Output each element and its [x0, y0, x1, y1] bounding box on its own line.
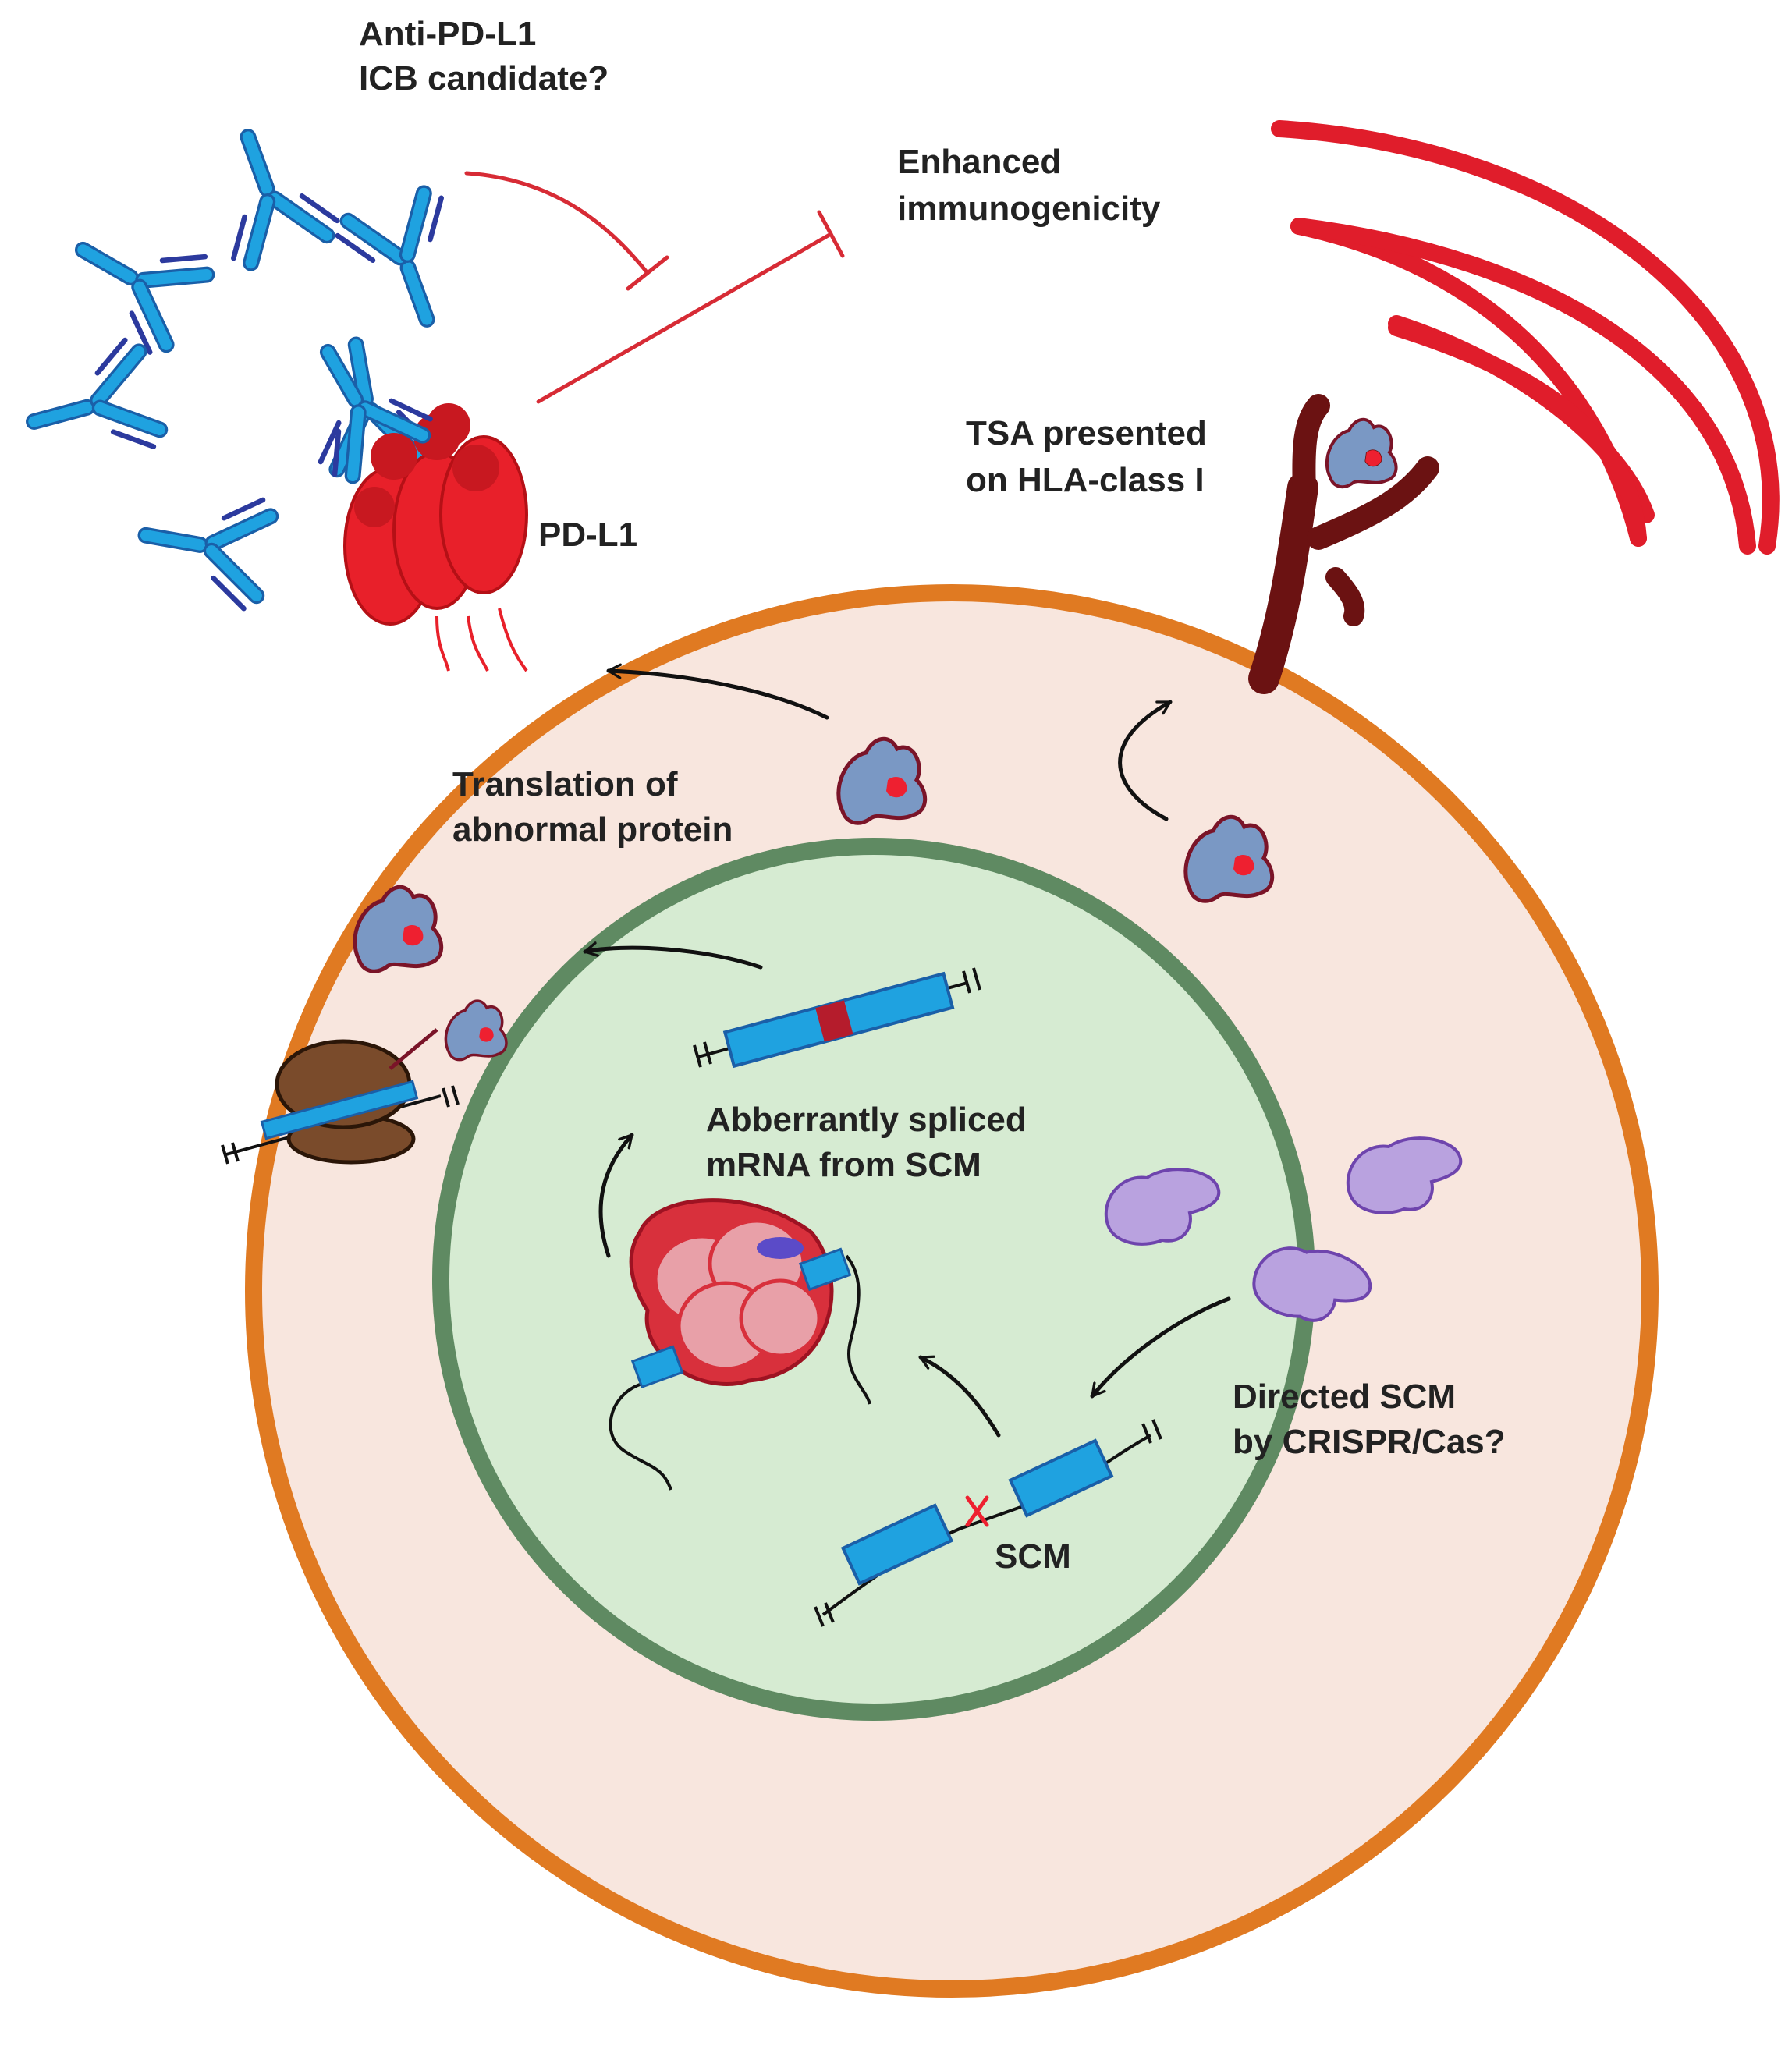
tsa-peptide-icon — [1327, 420, 1396, 487]
arrow-mrna-to-cytoplasm — [583, 941, 763, 970]
enhanced-immunogenicity-label-line2: immunogenicity — [897, 190, 1161, 228]
labels: Anti-PD-L1 ICB candidate? Enhanced immun… — [359, 15, 1506, 1576]
hla-stem — [1248, 472, 1318, 694]
antibody-icon — [324, 176, 488, 349]
inhibition-antibody-to-pdl1 — [464, 171, 650, 275]
tsa-label-line1: TSA presented — [966, 414, 1207, 452]
nucleus — [432, 838, 1315, 1721]
crispr-label-line1: Directed SCM — [1233, 1378, 1456, 1416]
tsa-label-line2: on HLA-class I — [966, 461, 1205, 499]
signal-arc-small — [1388, 319, 1647, 547]
pdl1-receptor-icon — [270, 314, 528, 672]
crispr-label-line2: by CRISPR/Cas? — [1233, 1423, 1506, 1461]
antibody-icon — [44, 192, 227, 369]
mutation-x-icon — [965, 1495, 989, 1527]
hla-class-i-icon — [1248, 394, 1439, 694]
mrna-label-line2: mRNA from SCM — [706, 1146, 981, 1184]
arrow-cas-to-dna — [1090, 1296, 1231, 1399]
ribosome-icon — [221, 1028, 460, 1165]
signal-arc-medium — [1290, 218, 1756, 555]
translation-label-line2: abnormal protein — [452, 810, 733, 849]
signal-arc-large — [1271, 120, 1780, 555]
hla-arm-left — [1292, 394, 1330, 503]
scm-label: SCM — [995, 1537, 1071, 1576]
anti-pdl1-label-line2: ICB candidate? — [359, 59, 609, 98]
inhibition-pdl1-to-immunogenicity — [536, 232, 833, 404]
arrow-spliceosome-to-mrna — [598, 1133, 634, 1258]
antibody-icon — [127, 472, 286, 619]
pdl1-label: PD-L1 — [538, 516, 637, 554]
signal-wave-2 — [1290, 218, 1647, 547]
arrow-protein-to-membrane — [606, 663, 829, 720]
antibody-icon — [186, 108, 351, 281]
flow-arrows — [583, 663, 1231, 1438]
enhanced-immunogenicity-label-line1: Enhanced — [897, 143, 1061, 181]
translation-label-line1: Translation of — [452, 765, 678, 803]
spliceosome-icon — [609, 1198, 871, 1491]
hla-arm-right — [1307, 456, 1439, 550]
arrow-dna-to-spliceosome — [918, 1355, 1001, 1438]
hla-beta2m — [1325, 567, 1365, 626]
mrna-label-line1: Abberrantly spliced — [706, 1101, 1027, 1139]
signal-arcs — [1271, 120, 1780, 555]
anti-pdl1-label-line1: Anti-PD-L1 — [359, 15, 536, 53]
arrow-protein-to-hla — [1118, 700, 1173, 821]
mrna-strand-icon — [693, 967, 981, 1069]
inhibition-arrows — [464, 171, 845, 404]
dna-strand-icon — [814, 1419, 1162, 1627]
